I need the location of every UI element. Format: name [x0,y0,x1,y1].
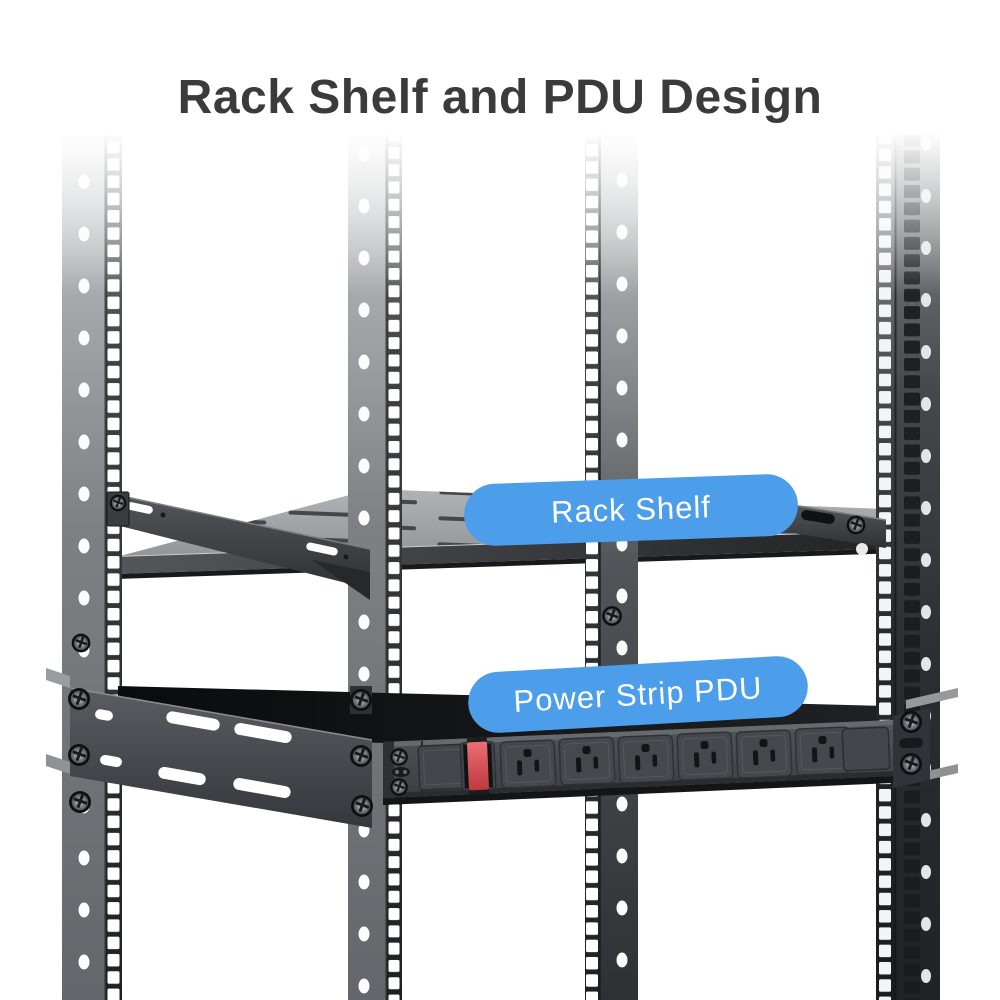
pdu-blank-module-right [841,726,891,772]
callout-rack-shelf-label: Rack Shelf [550,489,712,530]
pdu-outlet-3 [617,734,675,784]
shelf-support-rail [106,491,371,600]
top-fade [0,130,1000,295]
callout-power-strip-pdu-label: Power Strip PDU [512,669,764,719]
pdu-mount-plate-left [46,668,374,828]
pdu-mount-bracket-right [893,688,958,788]
pdu-outlet-1 [499,739,557,789]
pdu-power-switch [459,737,497,795]
page-title: Rack Shelf and PDU Design [177,71,823,124]
pdu-outlet-5 [735,729,793,779]
pdu-outlet-2 [558,736,616,786]
shelf-mount-bracket-right [785,503,887,555]
callout-rack-shelf: Rack Shelf [463,473,799,547]
pdu-strip [383,720,893,805]
pdu-mount-ear-left [383,741,410,799]
pdu-outlet-4 [676,731,734,781]
